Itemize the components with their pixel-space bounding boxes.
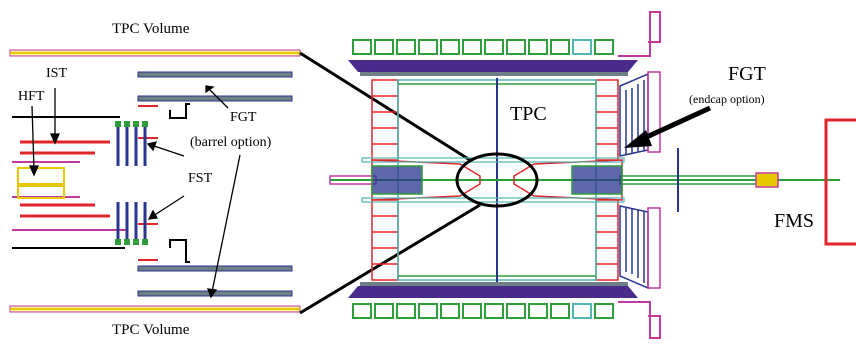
- fgt-barrel-label: FGT: [230, 110, 257, 125]
- fst-disks: [116, 124, 147, 242]
- green-boxes-top: [352, 39, 614, 55]
- zoom-ellipse: [455, 152, 539, 208]
- tpc-volume-bottom-line: [9, 305, 301, 313]
- fst-label: FST: [188, 171, 213, 186]
- hft-boxes: [17, 167, 65, 199]
- fgt-barrel-bars: [137, 71, 293, 297]
- detector-right: [329, 11, 856, 339]
- hft-label: HFT: [18, 89, 45, 104]
- magenta-frame: [618, 11, 661, 339]
- fms-label: FMS: [774, 210, 815, 232]
- endcap-magenta: [647, 71, 661, 153]
- support-brackets: [169, 103, 190, 263]
- fgt-endcap-arrow: [624, 105, 712, 148]
- magnet-yoke: [348, 60, 638, 298]
- tpc-volume-bottom-label: TPC Volume: [112, 322, 190, 338]
- red-ticks: [138, 105, 158, 261]
- inner-tracking: [361, 157, 625, 203]
- beam-pipe-left: [12, 116, 125, 249]
- tpc-volume-top-line: [9, 49, 301, 57]
- magenta-ladders: [12, 161, 128, 231]
- fms-bracket: [824, 118, 856, 246]
- barrel-structure: [371, 79, 619, 281]
- left-inset: [9, 49, 481, 315]
- fgt-endcap-label: FGT: [728, 63, 766, 85]
- zoom-lines: [299, 51, 481, 315]
- green-boxes-bottom: [352, 303, 614, 319]
- annotation-arrows-left: [28, 85, 241, 299]
- ist-label: IST: [46, 66, 67, 81]
- endcap-magenta-bottom: [647, 207, 661, 289]
- fgt-barrel-option-label: (barrel option): [190, 135, 272, 150]
- tpc-volume-top-label: TPC Volume: [112, 21, 190, 37]
- ist-layers: [20, 140, 110, 218]
- tpc-label: TPC: [510, 103, 547, 125]
- fgt-endcap-option-label: (endcap option): [689, 92, 765, 106]
- fst-disk-mounts: [115, 121, 148, 245]
